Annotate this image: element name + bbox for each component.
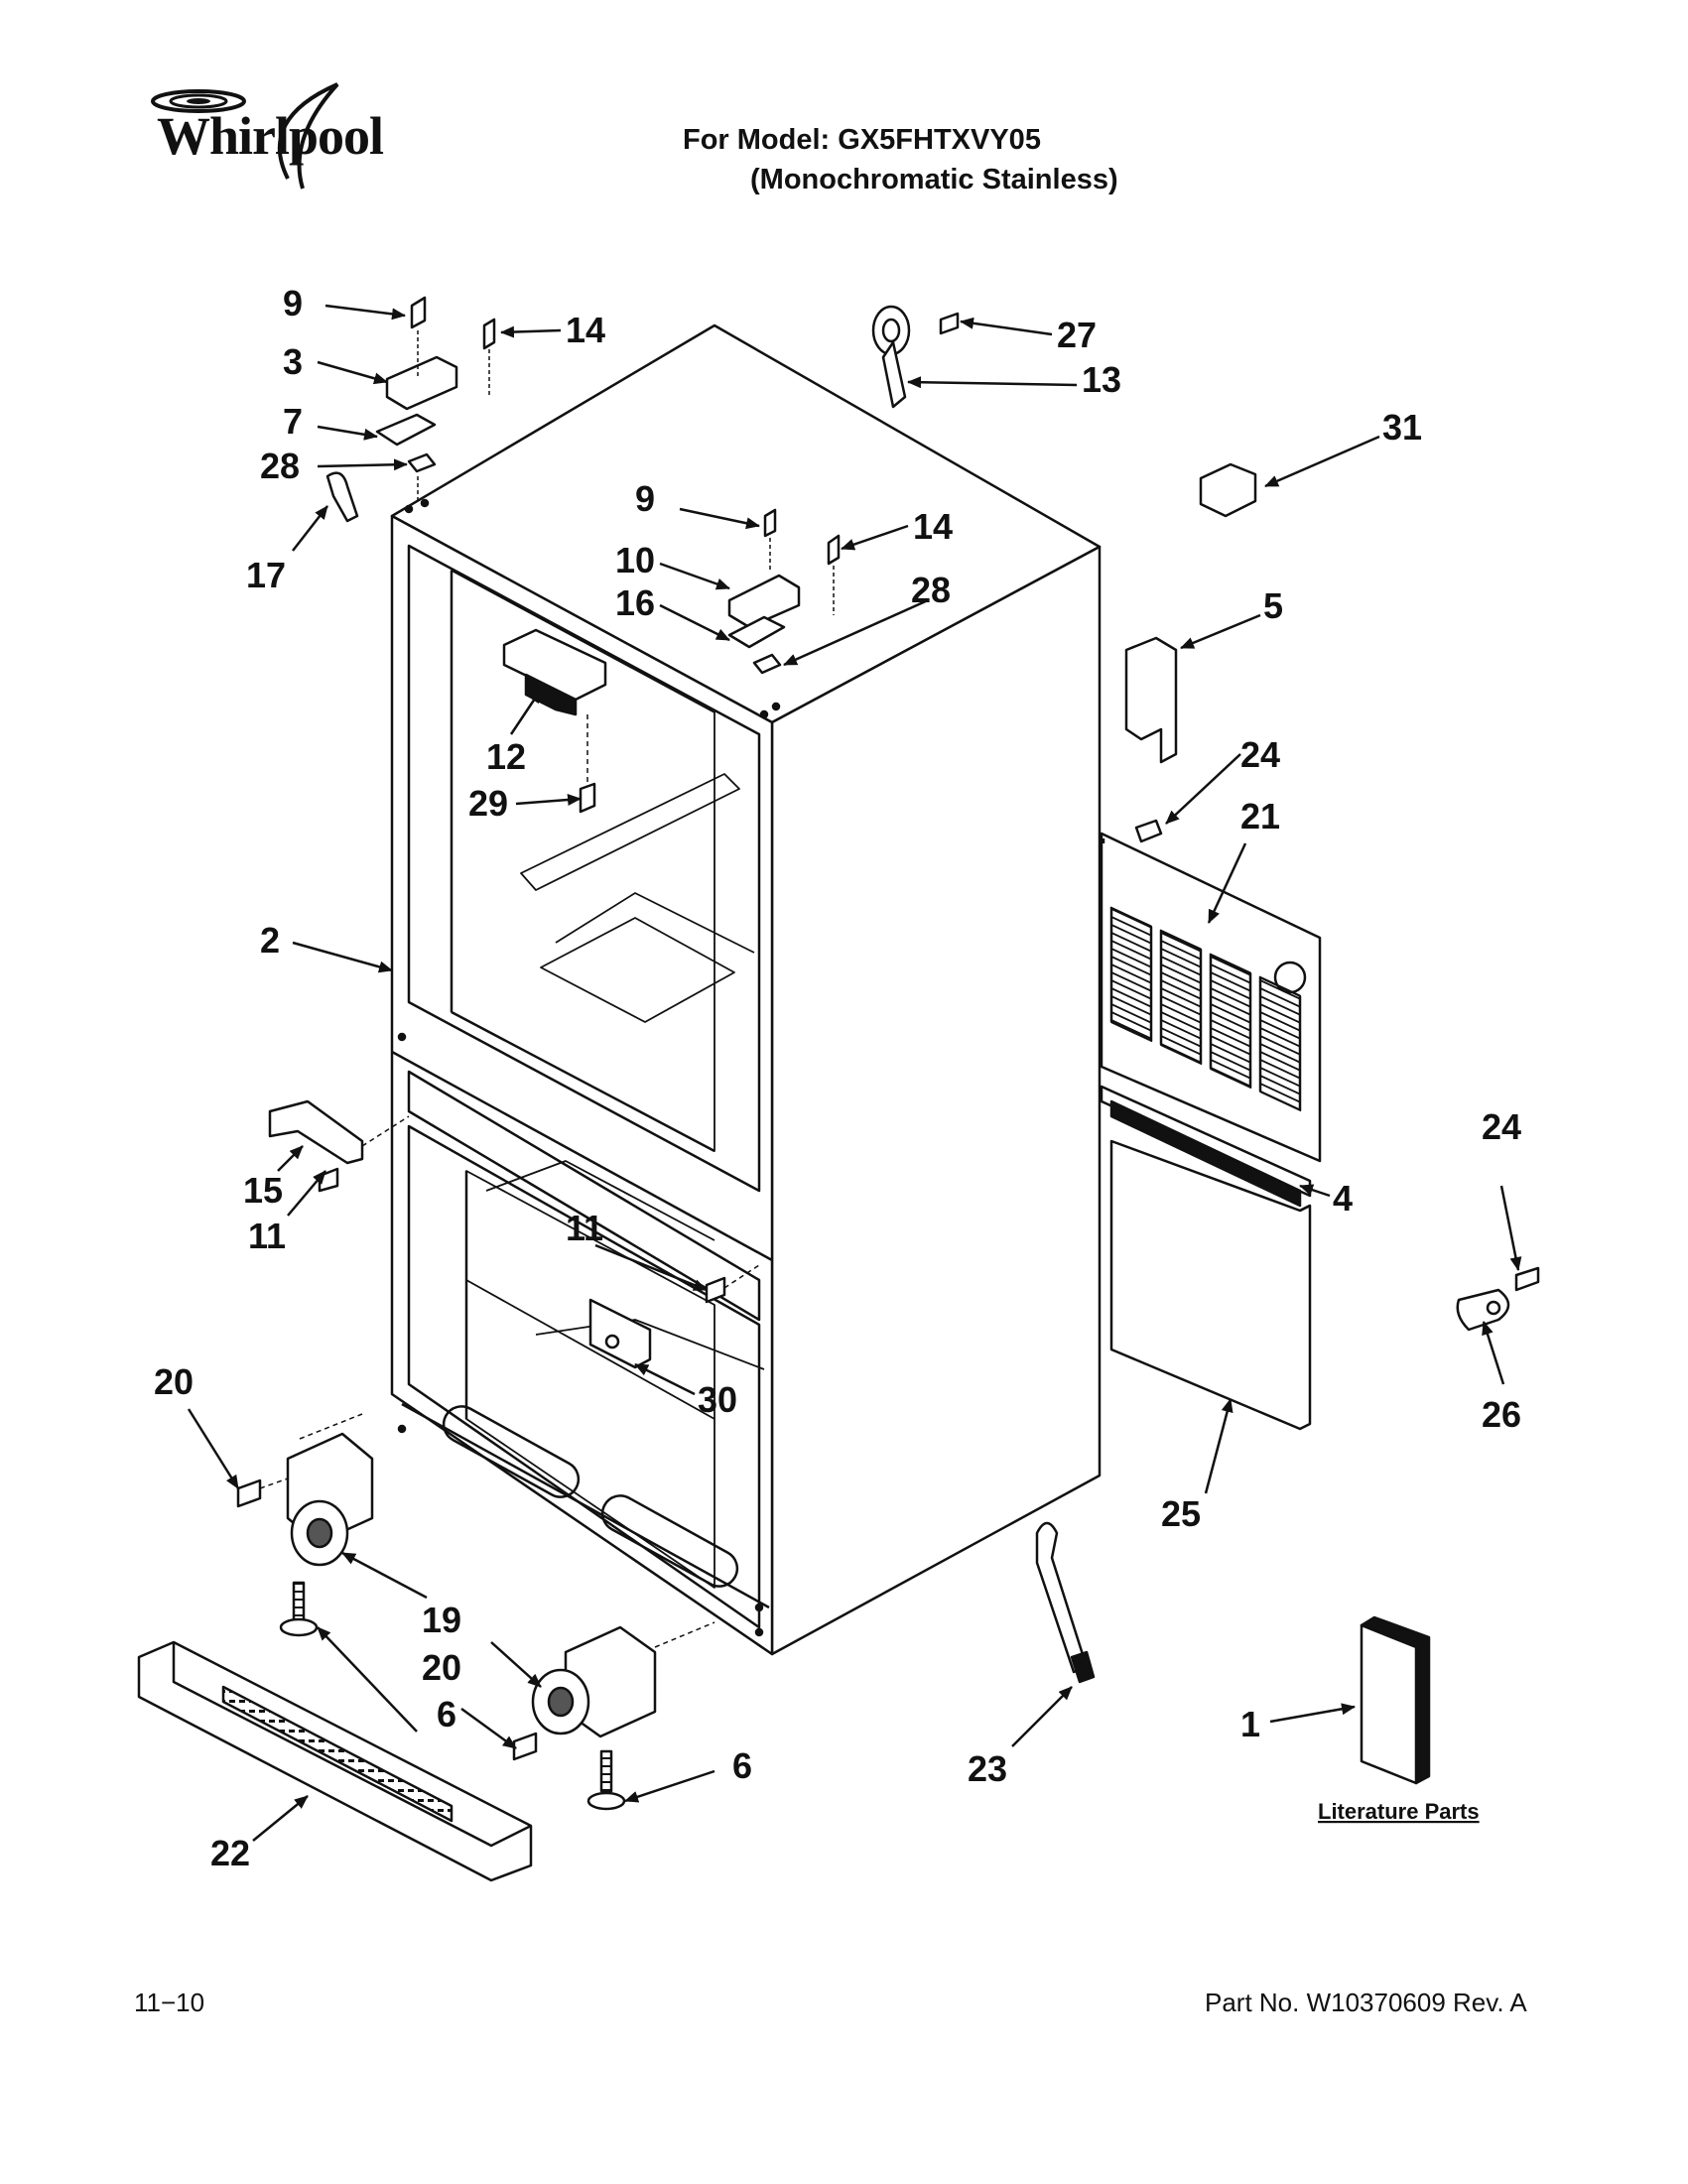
right-roller-assembly xyxy=(512,1621,715,1811)
callout-2: 2 xyxy=(260,920,280,961)
callout-4: 4 xyxy=(1333,1178,1353,1219)
callout-15: 15 xyxy=(243,1170,283,1211)
callout-11-center: 11 xyxy=(566,1208,603,1248)
callout-23: 23 xyxy=(968,1748,1007,1789)
callout-7: 7 xyxy=(283,401,303,442)
callout-24-top: 24 xyxy=(1240,734,1280,775)
callout-21: 21 xyxy=(1240,796,1280,836)
clip-part-31 xyxy=(1199,462,1257,518)
callout-26: 26 xyxy=(1482,1394,1521,1435)
brand-wordmark: Whirlpool xyxy=(157,106,384,166)
callout-1: 1 xyxy=(1240,1704,1260,1744)
left-roller-assembly xyxy=(236,1413,374,1637)
callout-24-right: 24 xyxy=(1482,1106,1521,1147)
callout-6-right: 6 xyxy=(732,1745,752,1786)
callout-9: 9 xyxy=(283,283,303,323)
wrench-part-23 xyxy=(1035,1521,1096,1684)
bracket-part-30 xyxy=(588,1264,760,1369)
top-left-hinge-assembly xyxy=(325,296,496,523)
callout-16: 16 xyxy=(615,582,655,623)
callout-20-right: 20 xyxy=(422,1647,461,1688)
callout-11-left: 11 xyxy=(248,1216,286,1256)
callout-3: 3 xyxy=(283,341,303,382)
clamp-part-26 xyxy=(1456,1266,1540,1332)
callout-14: 14 xyxy=(566,310,605,350)
literature-pack-part-1 xyxy=(1360,1615,1431,1785)
callout-12: 12 xyxy=(486,736,526,777)
callout-31: 31 xyxy=(1382,407,1422,448)
callout-14-center: 14 xyxy=(913,506,953,547)
grille-part-21 xyxy=(1100,819,1322,1198)
cabinet-body xyxy=(390,323,1102,1656)
cover-part-5 xyxy=(1124,636,1178,764)
door-closer-cam-part xyxy=(871,305,960,409)
callout-27: 27 xyxy=(1057,315,1097,355)
callout-29: 29 xyxy=(468,783,508,824)
strip-part-4 xyxy=(1109,1099,1302,1208)
callout-25: 25 xyxy=(1161,1493,1201,1534)
base-grille-part-22 xyxy=(137,1640,533,1882)
callout-6-left: 6 xyxy=(437,1694,456,1734)
callout-9-center: 9 xyxy=(635,478,655,519)
callout-30: 30 xyxy=(698,1379,737,1420)
whirlpool-swirl-icon xyxy=(151,82,339,190)
literature-parts-label: Literature Parts xyxy=(1318,1799,1480,1824)
callout-20-left: 20 xyxy=(154,1361,194,1402)
callout-28-center: 28 xyxy=(911,570,951,610)
center-hinge-assembly xyxy=(727,508,841,675)
callout-5: 5 xyxy=(1263,585,1283,626)
model-number: For Model: GX5FHTXVY05 xyxy=(683,124,1041,156)
callout-labels: 9 14 3 7 28 17 27 13 31 9 14 10 16 28 5 … xyxy=(154,283,1521,1873)
date-code: 11−10 xyxy=(134,1988,205,2017)
leader-lines xyxy=(187,304,1522,1842)
part-number: Part No. W10370609 Rev. A xyxy=(1205,1988,1527,2017)
model-variant: (Monochromatic Stainless) xyxy=(750,164,1118,195)
whirlpool-logo xyxy=(139,79,397,198)
callout-13: 13 xyxy=(1082,359,1121,400)
callout-17: 17 xyxy=(246,555,286,595)
callout-10: 10 xyxy=(615,540,655,580)
callout-22: 22 xyxy=(210,1833,250,1873)
bracket-part-15 xyxy=(268,1099,410,1193)
bracket-part-12 xyxy=(502,628,607,814)
callout-28: 28 xyxy=(260,446,300,486)
callout-19: 19 xyxy=(422,1600,461,1640)
